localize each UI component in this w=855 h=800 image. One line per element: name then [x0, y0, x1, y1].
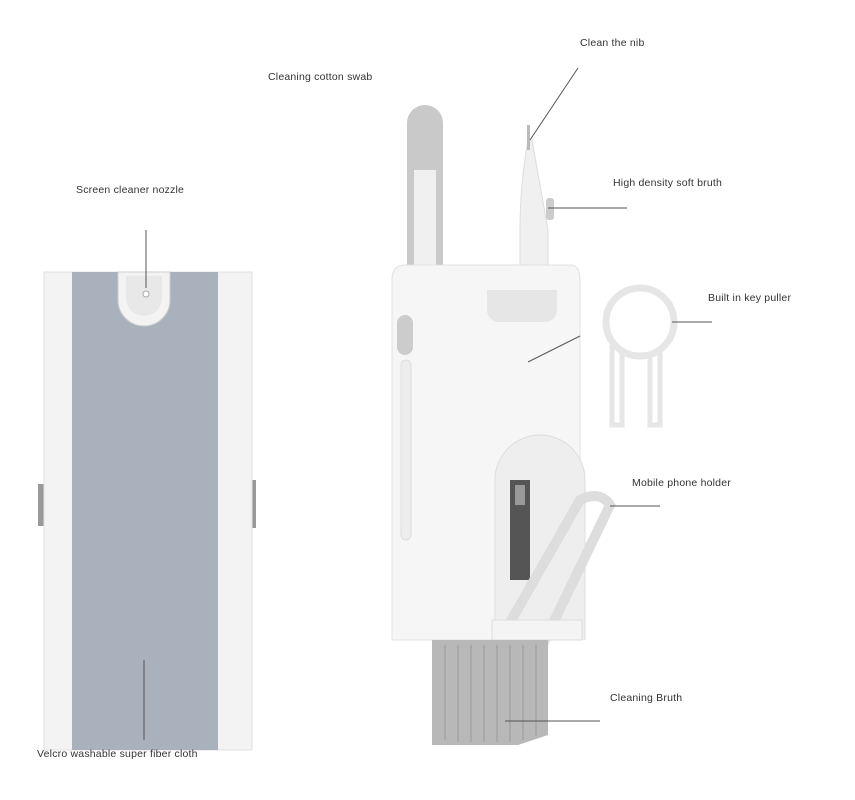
label-screen-nozzle: Screen cleaner nozzle — [76, 184, 185, 196]
nozzle — [142, 290, 150, 298]
label-fiber-cloth: Velcro washable super fiber cloth — [37, 748, 198, 760]
label-phone-holder: Mobile phone holder — [632, 477, 731, 489]
label-cotton-swab: Cleaning cotton swab — [268, 71, 373, 83]
label-clean-nib: Clean the nib — [580, 37, 645, 49]
key-puller — [602, 284, 678, 428]
label-key-puller: Built in key puller — [708, 292, 792, 304]
cloth-case — [38, 271, 256, 751]
leader-lines — [143, 67, 712, 740]
fiber-cloth — [72, 272, 218, 750]
label-cleaning-brush: Cleaning Bruth — [610, 692, 683, 704]
label-soft-brush: High density soft bruth — [613, 177, 723, 189]
brush-bristles — [432, 640, 548, 745]
cleaning-device — [391, 105, 616, 745]
